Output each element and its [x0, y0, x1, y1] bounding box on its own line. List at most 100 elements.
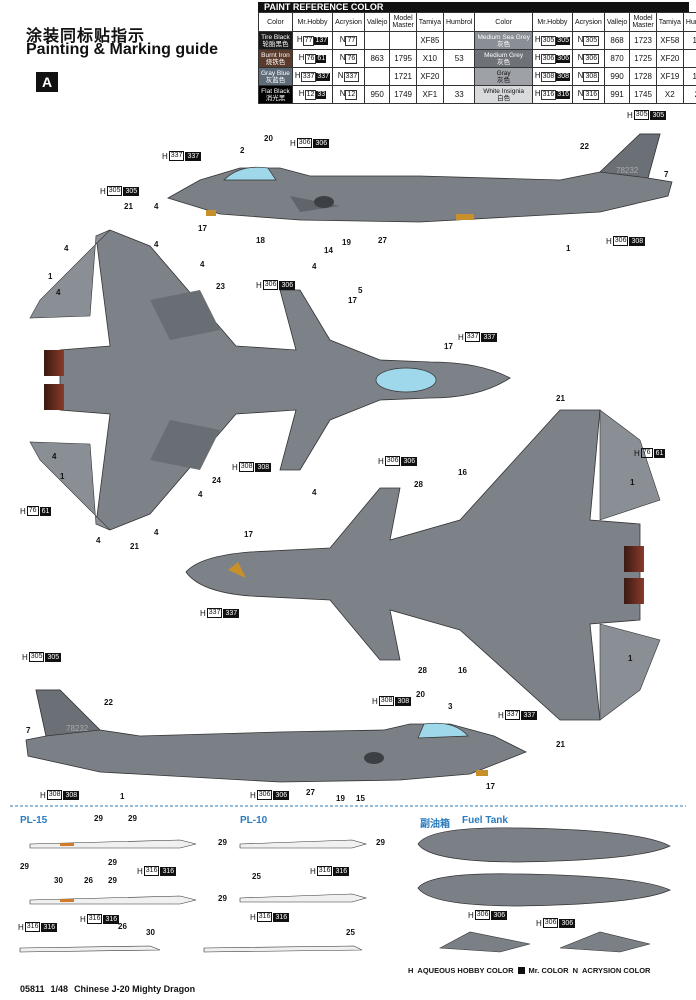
- paint-table-header-row: Color Mr.Hobby Acrysion Vallejo Model Ma…: [258, 12, 696, 32]
- marking-16-a: 16: [458, 468, 467, 477]
- marking-1-a: 1: [566, 244, 571, 253]
- paint-humbrol: 22: [682, 85, 696, 104]
- paint-mm: 1745: [629, 85, 657, 104]
- marking-23: 23: [216, 282, 225, 291]
- marking-29-b: 29: [128, 814, 137, 823]
- marking-4-a: 4: [154, 202, 159, 211]
- marking-7-a: 7: [664, 170, 669, 179]
- marking-29-f: 29: [20, 862, 29, 871]
- marking-4-j: 4: [96, 536, 101, 545]
- bottom-view: [185, 409, 661, 721]
- option-badge: A: [36, 72, 58, 92]
- paint-humbrol: 33: [442, 85, 476, 104]
- marking-1-e: 1: [628, 654, 633, 663]
- title-en: Painting & Marking guide: [26, 41, 219, 58]
- marking-17-c: 17: [444, 342, 453, 351]
- side-view-left: [25, 689, 527, 783]
- marking-1-d: 1: [630, 478, 635, 487]
- marking-29-c: 29: [218, 838, 227, 847]
- marking-4-d: 4: [56, 288, 61, 297]
- marking-17-a: 17: [198, 224, 207, 233]
- marking-19-b: 19: [336, 794, 345, 803]
- marking-1-f: 1: [120, 792, 125, 801]
- marking-22-b: 22: [104, 698, 113, 707]
- title-cn: 涂装同标贴指示: [26, 26, 146, 45]
- marking-7-b: 7: [26, 726, 31, 735]
- legend-mr-swatch: [517, 967, 525, 974]
- fuel-tank-label-en: Fuel Tank: [462, 815, 508, 826]
- marking-29-g: 29: [108, 876, 117, 885]
- marking-1-b: 1: [48, 272, 53, 281]
- marking-4-k: 4: [154, 528, 159, 537]
- marking-1-c: 1: [60, 472, 65, 481]
- marking-26-b: 26: [118, 922, 127, 931]
- product-scale: 1/48: [50, 984, 69, 994]
- marking-17-d: 17: [244, 530, 253, 539]
- legend-n-prefix: N: [572, 966, 578, 975]
- marking-25-a: 25: [252, 872, 261, 881]
- paint-mm: 1749: [389, 85, 417, 104]
- marking-4-f: 4: [312, 262, 317, 271]
- legend-aqueous: AQUEOUS HOBBY COLOR: [417, 966, 514, 975]
- tail-serial-bottom: 78232: [66, 724, 89, 733]
- marking-21-d: 21: [556, 740, 565, 749]
- marking-17-b: 17: [348, 296, 357, 305]
- pl10-label: PL-10: [240, 815, 268, 826]
- marking-5: 5: [358, 286, 363, 295]
- marking-25-b: 25: [346, 928, 355, 937]
- marking-16-b: 16: [458, 666, 467, 675]
- marking-4-h: 4: [198, 490, 203, 499]
- marking-4-b: 4: [64, 244, 69, 253]
- marking-21-b: 21: [130, 542, 139, 551]
- marking-28-b: 28: [418, 666, 427, 675]
- marking-22-a: 22: [580, 142, 589, 151]
- pl10-missiles: [203, 839, 368, 953]
- marking-27-b: 27: [306, 788, 315, 797]
- marking-27-a: 27: [378, 236, 387, 245]
- marking-4-i: 4: [312, 488, 317, 497]
- fuel-tank-label-cn: 副油箱: [420, 819, 450, 830]
- marking-3: 3: [448, 702, 453, 711]
- paint-reference-table: Color Mr.Hobby Acrysion Vallejo Model Ma…: [258, 12, 696, 104]
- marking-24: 24: [212, 476, 221, 485]
- color-legend: H AQUEOUS HOBBY COLOR Mr. COLOR N ACRYSI…: [408, 966, 650, 975]
- marking-30-a: 30: [54, 876, 63, 885]
- marking-29-a: 29: [94, 814, 103, 823]
- paint-vallejo: 950: [363, 85, 391, 104]
- product-name: Chinese J-20 Mighty Dragon: [74, 984, 196, 994]
- marking-20-a: 20: [264, 134, 273, 143]
- marking-18: 18: [256, 236, 265, 245]
- marking-29-e: 29: [108, 858, 117, 867]
